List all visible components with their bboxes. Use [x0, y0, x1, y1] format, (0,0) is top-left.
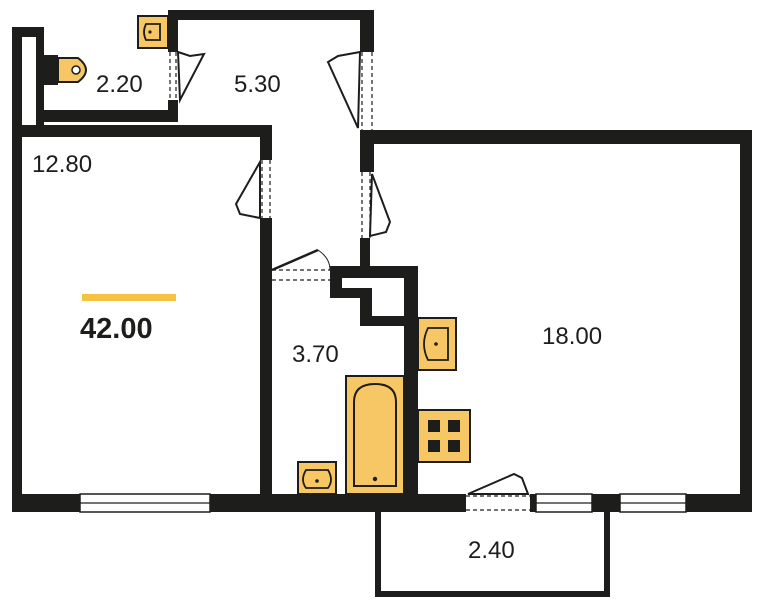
- room-area-hallway: 5.30: [234, 71, 281, 98]
- small-sink-icon: [297, 461, 337, 495]
- window-room-left: [79, 493, 211, 513]
- room-area-balcony: 2.40: [468, 537, 515, 564]
- wall-toilet-right-low: [168, 100, 178, 122]
- fixtures: [42, 15, 471, 495]
- wall-room-left-right-top: [260, 125, 272, 160]
- bathtub-icon: [345, 375, 405, 495]
- door-hall-top: [326, 50, 373, 130]
- door-balcony: [466, 472, 530, 511]
- room-area-left: 12.80: [32, 151, 92, 178]
- door-room-left: [234, 158, 271, 220]
- door-room-right: [361, 172, 392, 238]
- windows: [79, 493, 687, 513]
- wall-bottom-mid: [210, 494, 466, 512]
- wall-toilet-inner-left: [36, 37, 44, 125]
- wall-bottom-door-jamb: [530, 494, 536, 512]
- stove-icon: [417, 409, 471, 463]
- walls: [12, 10, 752, 597]
- total-area-accent-bar: [82, 294, 176, 301]
- wall-bottom-right: [686, 494, 752, 512]
- wall-left-outer: [12, 27, 22, 512]
- wall-hall-right-top: [360, 10, 374, 52]
- wall-room-right-outer: [740, 130, 752, 512]
- wall-toilet-right: [168, 20, 178, 52]
- washbasin-icon: [417, 317, 457, 371]
- toilet-icon: [42, 55, 87, 85]
- wall-bottom-left: [12, 494, 80, 512]
- sink-icon: [137, 15, 169, 49]
- total-area: 42.00: [80, 313, 153, 345]
- door-toilet: [169, 50, 206, 104]
- wall-toilet-bottom: [44, 110, 178, 122]
- wall-room-left-right: [260, 218, 272, 512]
- wall-bottom-pier: [592, 494, 620, 512]
- window-room-right-a: [535, 493, 593, 513]
- wall-top: [168, 10, 374, 20]
- wall-room-right-top: [360, 130, 752, 144]
- room-area-toilet: 2.20: [96, 71, 143, 98]
- window-room-right-b: [619, 493, 687, 513]
- room-area-right: 18.00: [542, 323, 602, 350]
- wall-room-left-top: [12, 125, 272, 137]
- doors: [169, 50, 530, 511]
- wall-toilet-top: [12, 27, 44, 37]
- door-bathroom: [271, 248, 331, 281]
- wall-bath-right: [404, 266, 418, 512]
- room-area-bathroom: 3.70: [292, 341, 339, 368]
- wall-hall-right-low: [360, 238, 370, 272]
- balcony-outline: [375, 512, 610, 597]
